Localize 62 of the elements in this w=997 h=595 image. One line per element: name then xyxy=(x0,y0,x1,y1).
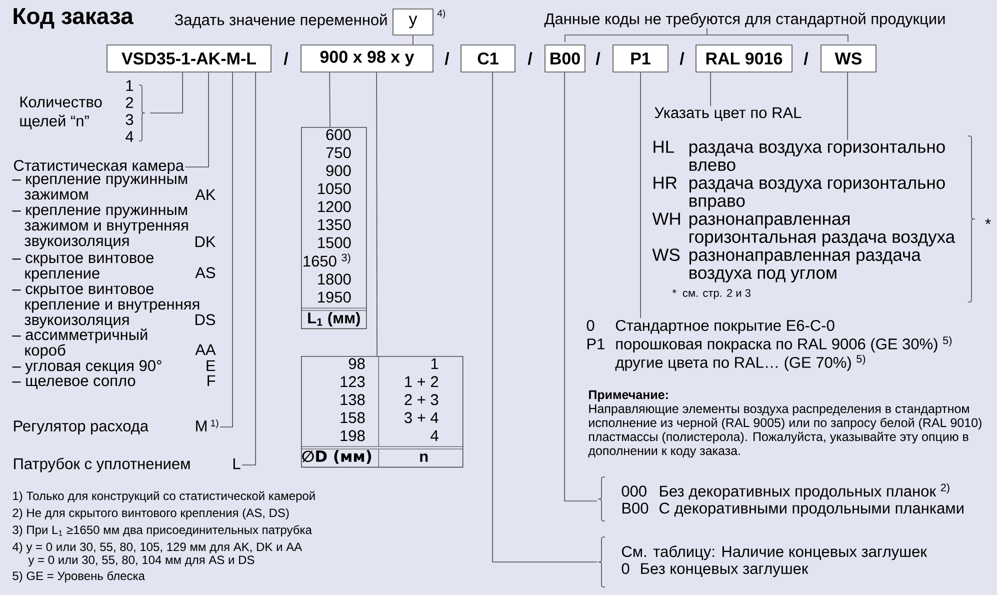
option-text: – скрытое винтовое крепление xyxy=(12,254,154,282)
diameter-table: 98 1 123 1 + 2 138 2 + 3 158 3 + 4 198 4 ∅D (мм) n xyxy=(301,356,464,468)
option-code: DK xyxy=(196,236,216,247)
direction-list: HL раздача воздуха горизонтально влево HR раздача воздуха горизонтально вправо WH разнонаправленная горизонтальная раздача воздуха WS разнонаправленная раздача воздуха под углом * см. стр. 2 и 3 xyxy=(652,140,956,300)
code-box: VSD35-1-AK-M-L xyxy=(106,44,272,72)
leader-line xyxy=(710,72,711,107)
note-heading: Примечание: xyxy=(589,390,668,402)
note-text: Направляющие элементы воздуха распределения в стандартном исполнение из черной (RAL 9005) или по запросу белой (RAL 9010) пластмассы (полистерола). Пожалуйста, указывайте эту опцию в дополнении к коду заказа. xyxy=(588,404,982,458)
option-text: – ассимметричный короб xyxy=(12,328,148,359)
leader-line xyxy=(640,72,641,318)
footnote-text: 1) Только для конструкций со статистической камерой xyxy=(13,491,315,502)
code-box: 900 x 98 x y xyxy=(300,44,434,72)
length-table: 600 750 900 1050 1200 1350 1500 1650 $^{3)}$ 1800 1950 L$_{1}$ (мм) xyxy=(301,127,367,330)
separator: / xyxy=(528,52,532,65)
code-box: B00 xyxy=(544,44,586,72)
code-box: WS xyxy=(820,44,876,72)
footnote-text: 4) y = 0 или 30, 55, 80, 105, 129 мм для AK, DK и AA xyxy=(12,542,302,554)
footnote-text: y = 0 или 30, 55, 80, 104 мм для AS и DS xyxy=(28,556,254,566)
leader-line xyxy=(184,72,209,168)
separator: / xyxy=(596,52,600,65)
option-text: Патрубок с уплотнением L xyxy=(14,458,240,472)
option-code: E xyxy=(206,360,216,371)
footnote-mark: * xyxy=(985,218,991,224)
option-code: AK xyxy=(195,189,216,200)
leader-line xyxy=(412,35,414,45)
code-box: C1 xyxy=(460,44,516,72)
option-code: AS xyxy=(195,267,216,278)
instruction-text: Задать значение переменной xyxy=(174,14,387,28)
title: Код заказа xyxy=(14,8,134,29)
heading-text: Данные коды не требуются для стандартной продукции xyxy=(544,12,945,28)
leader-line xyxy=(847,72,848,140)
strip-option-list: 000 Без декоративных продольных планок $^{2)}$ B00 С декоративными продольными планками xyxy=(622,483,964,517)
slot-count-text: Количество щелей “n” 1 2 3 4 xyxy=(20,80,134,142)
option-code: AA xyxy=(195,344,216,355)
option-text: Статистическая камера xyxy=(14,160,184,174)
footnote-text: 3) При L$_{1}$ ≥1650 мм два присоединительных патрубка xyxy=(12,525,312,536)
leader-line xyxy=(376,72,378,356)
separator: / xyxy=(444,52,450,65)
code-box: P1 xyxy=(612,44,668,72)
leader-line xyxy=(242,72,256,466)
separator: / xyxy=(284,52,288,65)
option-text: – крепление пружинным зажимом xyxy=(12,176,187,200)
cap-option-list: См. таблицу: Наличие концевых заглушек 0 Без концевых заглушек xyxy=(622,546,928,578)
footnote-text: 2) Не для скрытого винтового крепления (AS, DS) xyxy=(12,508,289,520)
separator: / xyxy=(680,52,684,65)
option-text: – угловая секция 90° xyxy=(12,360,162,374)
leader-line xyxy=(492,72,598,562)
footnote-mark: 4) xyxy=(437,10,446,18)
leader-line xyxy=(150,72,183,114)
option-text: Регулятор расхода M 1) xyxy=(14,419,218,435)
separator: / xyxy=(804,52,808,65)
leader-line xyxy=(329,72,330,128)
variable-box: y xyxy=(392,8,434,36)
leader-line xyxy=(564,72,598,502)
footnote-text: 5) GE = Уровень блеска xyxy=(12,571,145,582)
coating-list: 0 Стандартное покрытие E6-C-0 P1 порошковая покраска по RAL 9006 (GE 30%) $^{5)}$ другие цвета по RAL… (GE 70%) $^{5)}$ xyxy=(586,320,952,371)
leader-line xyxy=(220,72,233,428)
code-box: RAL 9016 xyxy=(696,44,792,72)
option-text: – щелевое сопло xyxy=(12,378,136,390)
option-code: F xyxy=(208,375,216,386)
option-text: – крепление пружинным зажимом и внутренняя звукоизоляция xyxy=(12,206,188,250)
hint-text: Указать цвет по RAL xyxy=(654,107,802,122)
